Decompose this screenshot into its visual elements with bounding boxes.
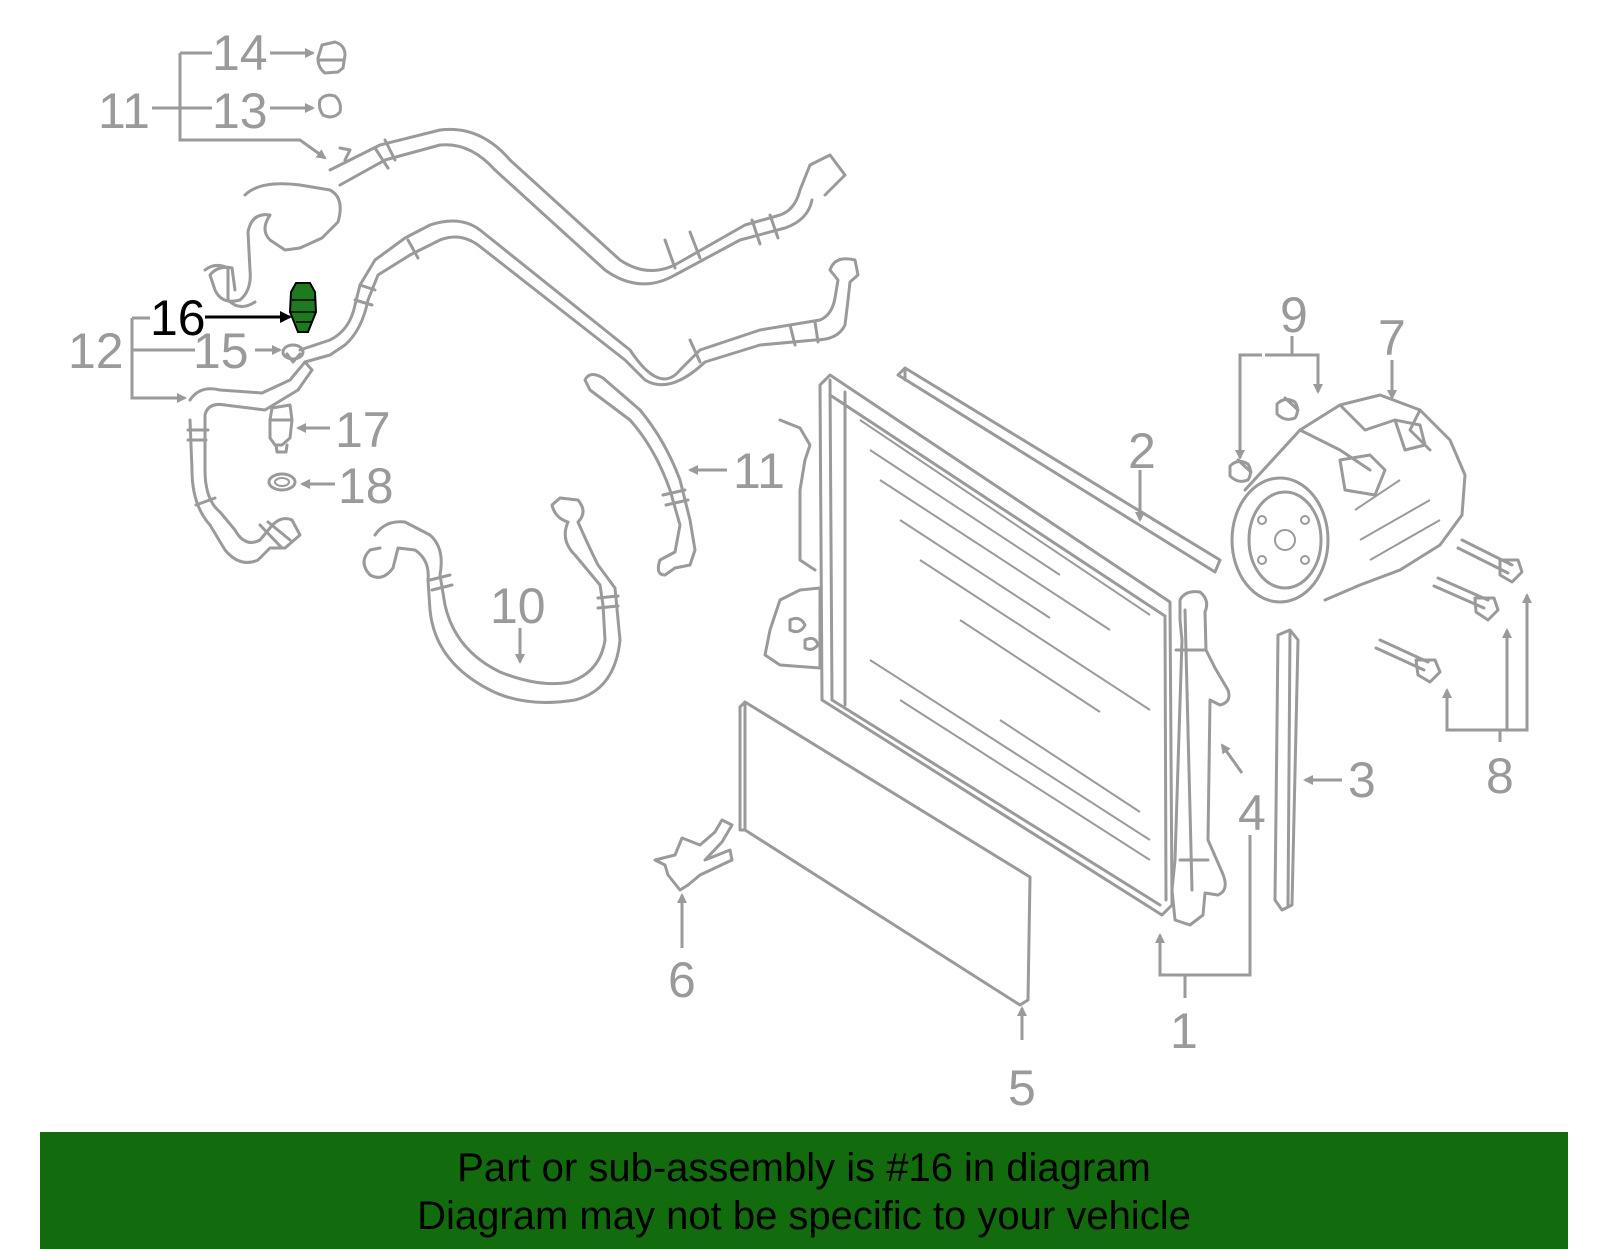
- callout-13: 13: [212, 83, 268, 139]
- condenser-fins: [859, 419, 1151, 861]
- ac-parts-diagram: 1 2 3 4 5 6 7 8 9 10 11 11 12 13 14 15 1…: [68, 25, 1532, 1116]
- callout-8: 8: [1486, 748, 1514, 804]
- callout-17: 17: [335, 402, 391, 458]
- callout-3: 3: [1348, 752, 1376, 808]
- callout-11-middle: 11: [733, 443, 785, 499]
- callout-5: 5: [1008, 1060, 1036, 1116]
- callout-1: 1: [1170, 1003, 1198, 1059]
- info-banner: Part or sub-assembly is #16 in diagram D…: [40, 1132, 1568, 1249]
- callout-labels: 1 2 3 4 5 6 7 8 9 10 11 11 12 13 14 15 1…: [68, 25, 1514, 1116]
- callout-6: 6: [668, 952, 696, 1008]
- callout-4: 4: [1238, 785, 1266, 841]
- callout-10: 10: [490, 578, 546, 634]
- bolts-8: [1374, 538, 1524, 684]
- callout-11-top: 11: [98, 83, 150, 139]
- upper-hose-assembly: [203, 127, 860, 387]
- line-12-assembly: [186, 360, 314, 564]
- banner-line-2: Diagram may not be specific to your vehi…: [417, 1194, 1191, 1238]
- air-guide-5: [738, 700, 1032, 1007]
- leader-lines: [130, 48, 1532, 1040]
- callout-14: 14: [212, 25, 268, 81]
- condenser-1: [763, 373, 1174, 917]
- callout-9: 9: [1280, 287, 1308, 343]
- hose-11-middle: [583, 373, 697, 577]
- bracket-6: [653, 818, 734, 892]
- callout-2: 2: [1128, 423, 1156, 479]
- compressor-7: [1230, 393, 1467, 604]
- callout-15: 15: [193, 323, 249, 379]
- part-16-pressure-switch: [288, 282, 318, 333]
- callout-7: 7: [1378, 310, 1406, 366]
- small-parts: [267, 40, 347, 492]
- seal-3: [1273, 628, 1300, 912]
- callout-12: 12: [68, 323, 124, 379]
- hose-10: [362, 496, 622, 704]
- seal-2: [896, 366, 1222, 574]
- callout-16: 16: [150, 290, 206, 346]
- banner-line-1: Part or sub-assembly is #16 in diagram: [457, 1146, 1151, 1190]
- callout-18: 18: [338, 458, 394, 514]
- drier-4: [1170, 590, 1231, 927]
